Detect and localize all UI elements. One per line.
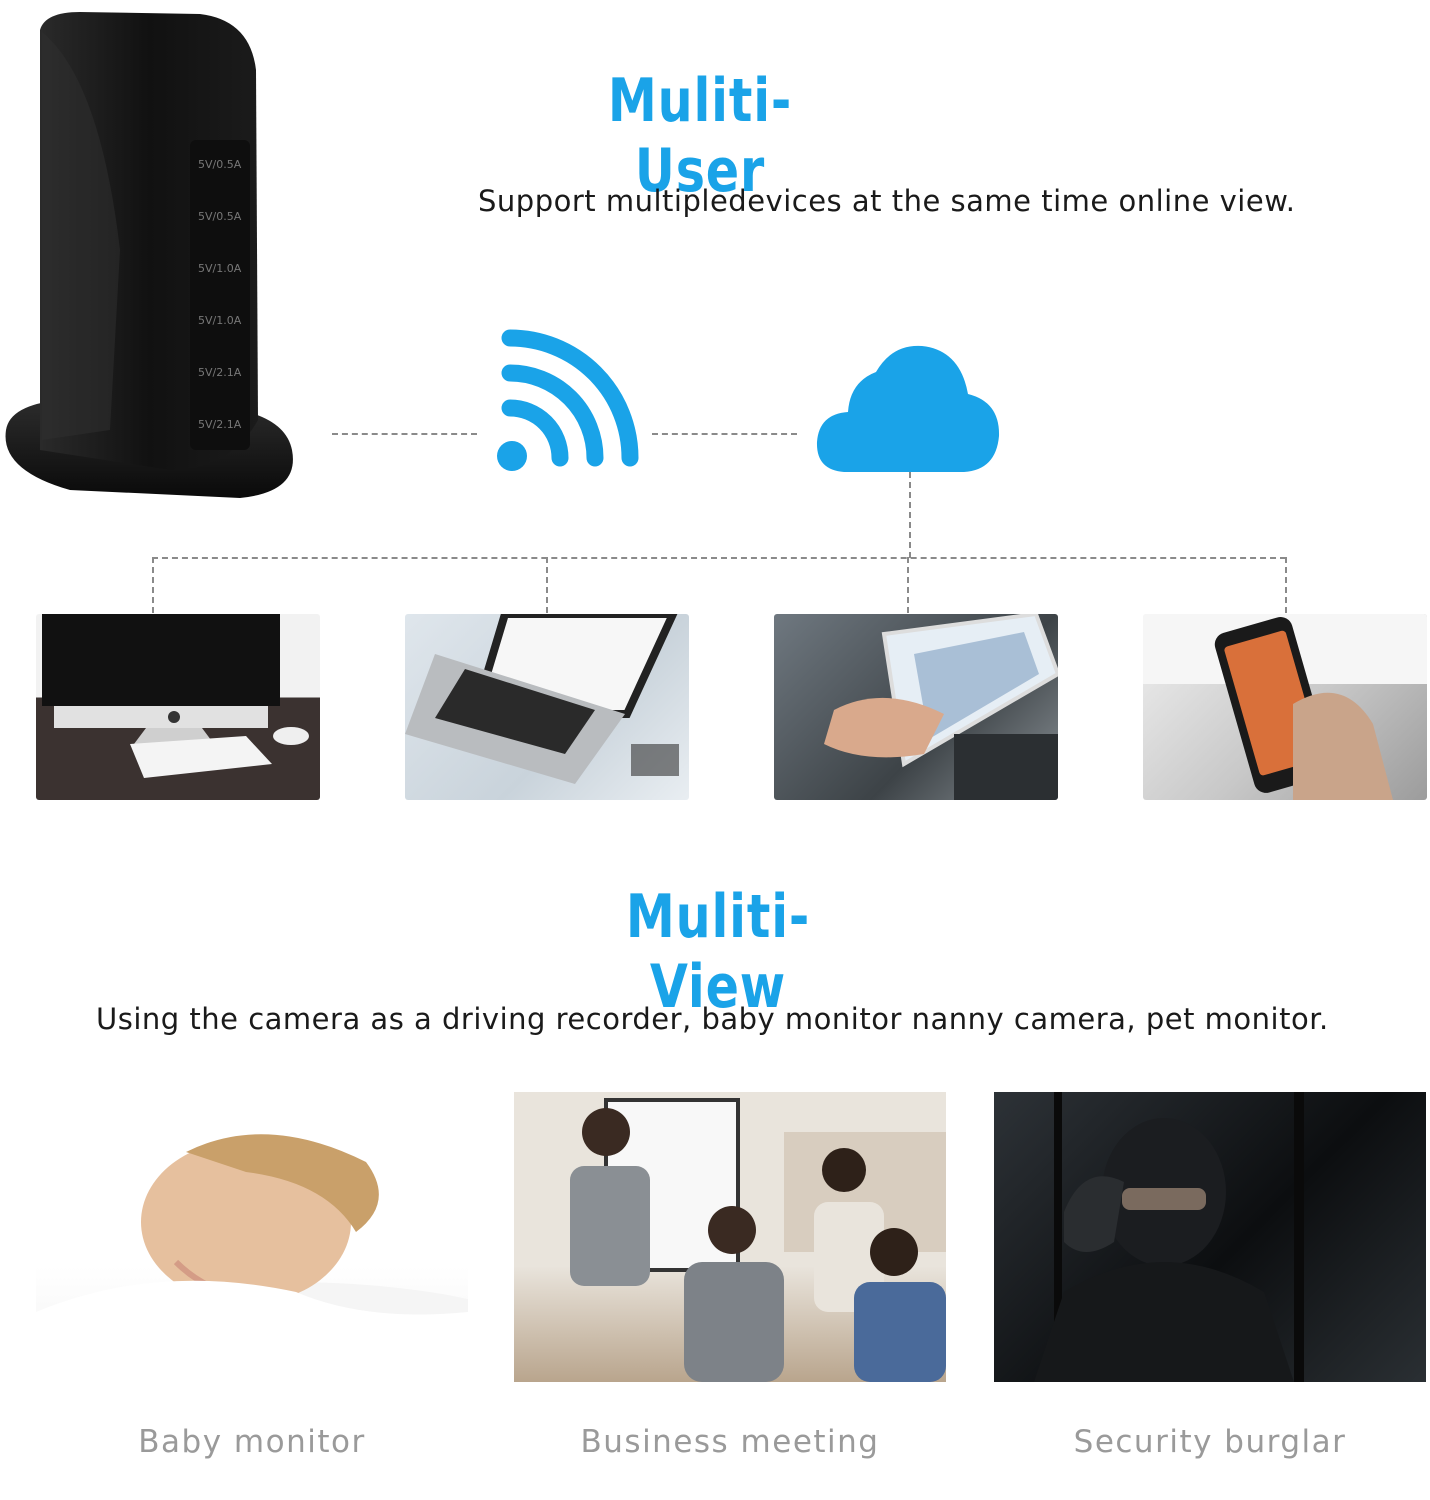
connector-drop-1: [152, 557, 154, 613]
burglar-photo: [994, 1092, 1426, 1382]
multi-view-subtitle: Using the camera as a driving recorder, …: [96, 1002, 1329, 1036]
caption-baby-monitor: Baby monitor: [138, 1424, 366, 1460]
usb-charger-camera-image: [5, 12, 293, 498]
cloud-icon: [816, 345, 1000, 472]
imac-desktop-photo: [36, 614, 320, 800]
connector-wifi-cloud: [652, 433, 797, 435]
caption-security-burglar: Security burglar: [1073, 1424, 1347, 1460]
wifi-icon: [497, 329, 639, 471]
port-label: 5V/0.5A: [198, 158, 242, 171]
multi-user-subtitle: Support multipledevices at the same time…: [478, 184, 1296, 218]
connector-cloud-down: [909, 472, 911, 558]
connector-drop-3: [907, 557, 909, 613]
charger-port-labels: 5V/0.5A 5V/0.5A 5V/1.0A 5V/1.0A 5V/2.1A …: [198, 158, 250, 470]
caption-business-meeting: Business meeting: [580, 1424, 880, 1460]
business-meeting-photo: [514, 1092, 946, 1382]
smartphone-photo: [1143, 614, 1427, 800]
connector-drop-2: [546, 557, 548, 613]
multi-user-title: Muliti-User: [607, 66, 793, 206]
multi-view-title: Muliti-View: [625, 882, 811, 1022]
port-label: 5V/1.0A: [198, 314, 242, 327]
port-label: 5V/1.0A: [198, 262, 242, 275]
connector-branch: [152, 557, 1286, 559]
sleeping-baby-photo: [36, 1092, 468, 1382]
port-label: 5V/2.1A: [198, 366, 242, 379]
connector-drop-4: [1285, 557, 1287, 613]
port-label: 5V/2.1A: [198, 418, 242, 431]
connector-charger-wifi: [332, 433, 477, 435]
tablet-photo: [774, 614, 1058, 800]
port-label: 5V/0.5A: [198, 210, 242, 223]
laptop-photo: [405, 614, 689, 800]
